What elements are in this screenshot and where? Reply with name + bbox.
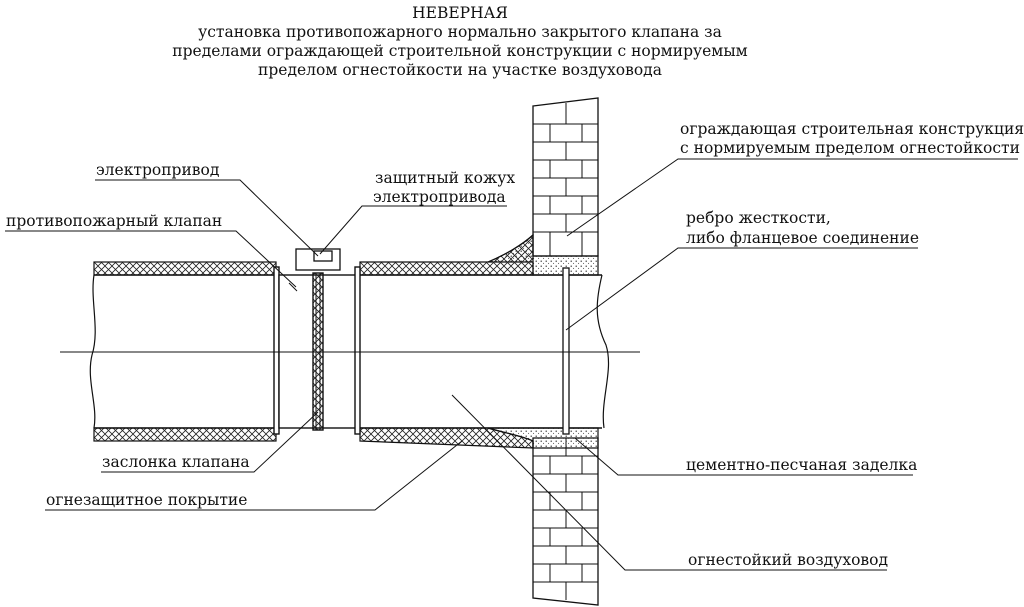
leader-actuator-cover [319, 205, 507, 255]
label-actuator-cover-line2: электропривода [373, 188, 506, 206]
brick-joints-upper [533, 103, 598, 256]
diagram-title: НЕВЕРНАЯ установка противопожарного норм… [150, 4, 770, 80]
stiffening-rib [562, 267, 570, 435]
leader-rib [565, 247, 918, 331]
leader-actuator [95, 179, 319, 257]
brick-joints-lower [533, 438, 598, 600]
label-wall-line2: с нормируемым пределом огнестойкости [680, 139, 1020, 157]
title-line-3: пределами ограждающей строительной конст… [172, 42, 748, 60]
label-sealing: цементно-песчаная заделка [686, 456, 918, 474]
leader-fire-damper [5, 230, 297, 288]
label-wall-line1: ограждающая строительная конструкция [680, 120, 1024, 138]
leader-blade [101, 411, 319, 473]
title-line-4: пределом огнестойкости на участке воздух… [258, 61, 662, 79]
damper-flange-left [273, 266, 280, 435]
coating-right-top [359, 233, 534, 276]
duct-break-left [89, 274, 96, 429]
leader-duct [451, 394, 887, 571]
label-coating: огнезащитное покрытие [46, 491, 248, 509]
label-blade: заслонка клапана [102, 453, 250, 471]
label-actuator: электропривод [96, 161, 220, 179]
duct-break-right [596, 274, 610, 429]
actuator-with-cover [295, 248, 341, 271]
fire-damper [273, 266, 361, 435]
label-fire-damper: противопожарный клапан [6, 212, 223, 230]
label-rib-line1: ребро жесткости, [686, 209, 831, 227]
leader-lines [5, 158, 1018, 571]
label-duct: огнестойкий воздуховод [688, 551, 889, 569]
damper-blade-pointer-mark [288, 282, 298, 292]
label-rib-line2: либо фланцевое соединение [686, 229, 920, 247]
actuator-box [313, 250, 333, 262]
damper-flange-right [354, 266, 361, 435]
leader-sealing [574, 437, 913, 476]
coating-left-top [93, 261, 277, 276]
title-line-2: установка противопожарного нормально зак… [198, 23, 722, 41]
leader-coating [45, 440, 463, 511]
leader-wall [566, 158, 1018, 237]
fire-resistant-duct [89, 274, 610, 429]
title-line-1: НЕВЕРНАЯ [412, 4, 508, 22]
label-actuator-cover-line1: защитный кожух [375, 169, 516, 187]
coating-left-bottom [93, 427, 277, 442]
